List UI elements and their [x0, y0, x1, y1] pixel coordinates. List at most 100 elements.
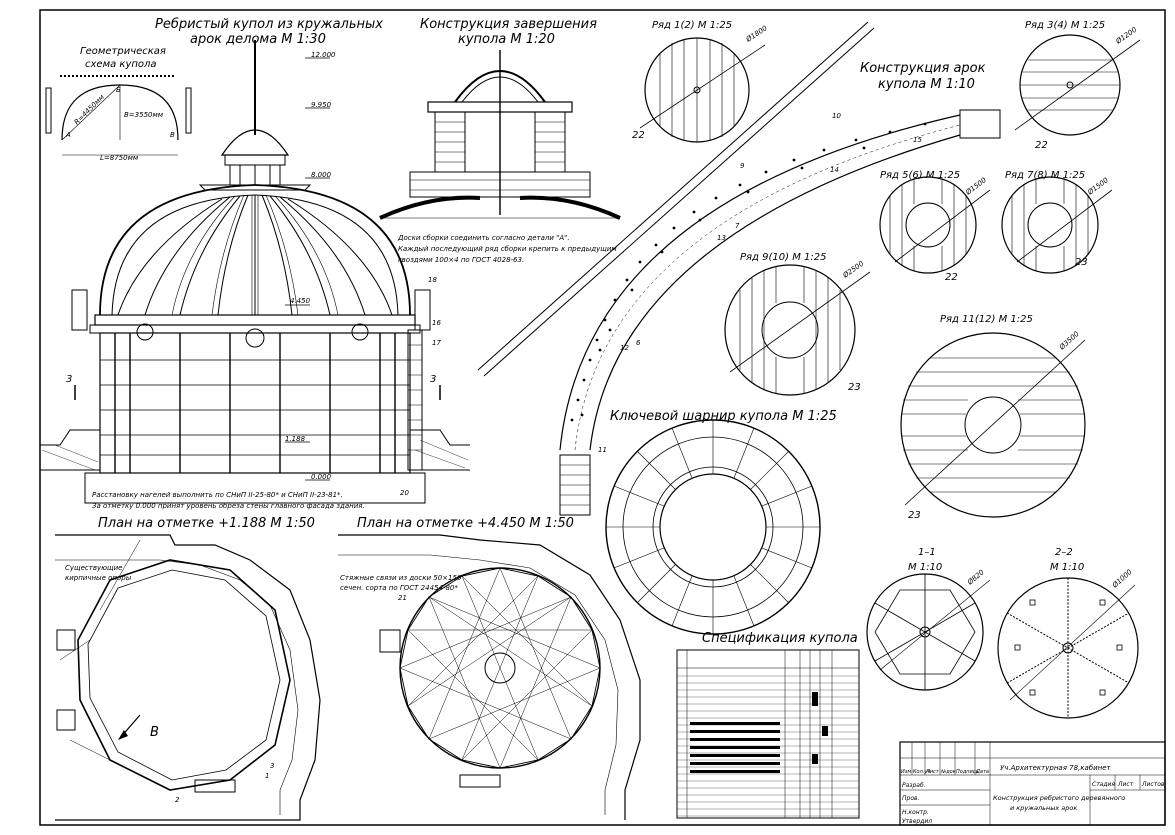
plan1-view-b: В [150, 725, 159, 740]
row910-callout: 23 [848, 382, 861, 393]
sec11-scale: М 1:10 [908, 562, 942, 573]
hinge-title: Ключевой шарнир купола М 1:25 [610, 409, 837, 424]
level-12000: 12.000 [311, 51, 336, 59]
stamp-name-1: Конструкция ребристого деревянного [993, 794, 1125, 802]
stamp-name-2: и кружальных арок [1010, 804, 1077, 812]
sec22-title: 2–2 [1055, 547, 1073, 558]
geom-point-v: В [170, 131, 175, 139]
spec-title: Спецификация купола [702, 631, 858, 646]
geom-height: В=3550мм [124, 111, 164, 119]
row1112-title: Ряд 11(12) М 1:25 [940, 314, 1033, 325]
cut-mark-right: 3 [430, 374, 436, 385]
row-9-10-section: Ряд 9(10) М 1:25 Ø2500 23 [724, 252, 871, 396]
dome-title: Ребристый купол из кружальных [155, 17, 383, 32]
level-0000: 0.000 [311, 473, 332, 481]
row78-callout: 23 [1075, 257, 1088, 268]
geom-point-a: А [65, 131, 71, 139]
plan-4450: План на отметке +4.450 М 1:50 Стяжные св… [338, 516, 641, 820]
specification-table: Спецификация купола [676, 631, 860, 819]
diagonal-board [477, 21, 875, 377]
level-4450: 4.450 [290, 297, 311, 305]
callout-10: 10 [832, 112, 841, 120]
callout-12: 12 [620, 344, 629, 352]
stamp-col-4: №док [940, 769, 956, 775]
stamp-role-1: Разраб. [902, 782, 926, 789]
plan2-ties [399, 567, 601, 769]
stamp-col-5: Подпись [956, 769, 979, 775]
hinge-segments [606, 420, 820, 634]
arch-construction: Конструкция арок купола М 1:10 [559, 61, 1001, 516]
geom-title-1: Геометрическая [80, 46, 166, 57]
stamp-sheet: Лист [1117, 781, 1134, 788]
stamp-col-6: Дата [975, 769, 989, 775]
arch-title: Конструкция арок [860, 61, 986, 76]
plan1-title: План на отметке +1.188 М 1:50 [98, 516, 315, 531]
callout-9: 9 [740, 162, 745, 170]
stamp-role-3: Н.контр. [902, 809, 929, 816]
row-7-8-section: Ряд 7(8) М 1:25 Ø1500 23 [1001, 170, 1113, 274]
row-5-6-section: Ряд 5(6) М 1:25 Ø1500 22 [879, 170, 991, 283]
note-brick-2: кирпичные опоры [65, 574, 132, 582]
cut-mark-left: 3 [66, 374, 72, 385]
level-9950: 9.950 [311, 101, 332, 109]
stamp-col-3: Лист [925, 769, 940, 775]
sec11-title: 1–1 [918, 547, 936, 558]
row12-title: Ряд 1(2) М 1:25 [652, 20, 732, 31]
geom-point-b: Б [116, 86, 121, 94]
plan1-callout-3: 3 [270, 762, 274, 770]
stamp-sheets: Листов [1141, 781, 1165, 788]
note-ties-1: Стяжные связи из доски 50×150 [340, 574, 462, 582]
callout-17: 17 [432, 339, 441, 347]
key-hinge: Ключевой шарнир купола М 1:25 [605, 409, 837, 635]
row910-title: Ряд 9(10) М 1:25 [740, 252, 826, 263]
note-boards-1: Доски сборки соединить согласно детали "… [397, 234, 570, 242]
geom-span: L=8750мм [100, 154, 139, 162]
row-1-2-section: Ряд 1(2) М 1:25 Ø1800 22 [632, 20, 769, 143]
finish-construction: Конструкция завершения купола М 1:20 Дос… [379, 17, 621, 264]
row12-callout: 22 [632, 130, 645, 141]
section-2-2: 2–2 М 1:10 Ø1000 [997, 547, 1139, 719]
callout-16: 16 [432, 319, 441, 327]
note-brick-1: Существующие [65, 564, 122, 572]
note-boards-3: гвоздями 100×4 по ГОСТ 4028-63. [398, 256, 524, 264]
note-ties-2: сечен. сорта по ГОСТ 24454-80* [340, 584, 458, 592]
callout-14: 14 [830, 166, 839, 174]
row910-diameter: Ø2500 [841, 259, 866, 280]
arch-nails [570, 122, 927, 422]
dome-ribs [117, 194, 393, 316]
arch-title-2: купола М 1:10 [878, 77, 975, 92]
title-block: Изм. Кол.уч Лист №док Подпись Дата Разра… [899, 741, 1166, 826]
stamp-role-4: Утвердил [902, 818, 932, 825]
note-nails-2: За отметку 0.000 принят уровень обреза с… [92, 502, 365, 510]
callout-7: 7 [735, 222, 740, 230]
note-boards-2: Каждый последующий ряд сборки крепить к … [398, 245, 617, 253]
geom-title-2: схема купола [85, 59, 157, 70]
level-8000: 8.000 [311, 171, 332, 179]
row56-title: Ряд 5(6) М 1:25 [880, 170, 960, 181]
row78-title: Ряд 7(8) М 1:25 [1005, 170, 1085, 181]
plan2-callout-21: 21 [398, 594, 407, 602]
stamp-stage: Стадия [1092, 781, 1115, 788]
finish-title-2: купола М 1:20 [458, 32, 555, 47]
stamp-col-2: Кол.уч [913, 769, 930, 775]
section-1-1: 1–1 М 1:10 Ø820 [866, 547, 991, 691]
row-11-12-section: Ряд 11(12) М 1:25 Ø3500 23 [900, 314, 1086, 521]
plan1-callout-2: 2 [175, 796, 180, 804]
callout-11: 11 [598, 446, 607, 454]
row12-diameter: Ø1800 [744, 24, 769, 44]
row1112-diameter: Ø3500 [1057, 330, 1081, 353]
dome-elevation: Ребристый купол из кружальных арок делом… [40, 17, 470, 510]
stamp-role-2: Пров. [902, 795, 920, 802]
geometric-scheme: Геометрическая схема купола R=4450мм В=3… [45, 46, 192, 162]
row34-callout: 22 [1035, 140, 1048, 151]
dome-title-2: арок делома М 1:30 [190, 32, 326, 47]
level-1188: 1.188 [285, 435, 306, 443]
finish-title: Конструкция завершения [420, 17, 597, 32]
row1112-callout: 23 [908, 510, 921, 521]
callout-15: 15 [913, 136, 922, 144]
row34-diameter: Ø1200 [1114, 25, 1139, 46]
sec22-scale: М 1:10 [1050, 562, 1084, 573]
callout-13: 13 [717, 234, 726, 242]
row-3-4-section: Ряд 3(4) М 1:25 Ø1200 22 [1014, 20, 1141, 151]
